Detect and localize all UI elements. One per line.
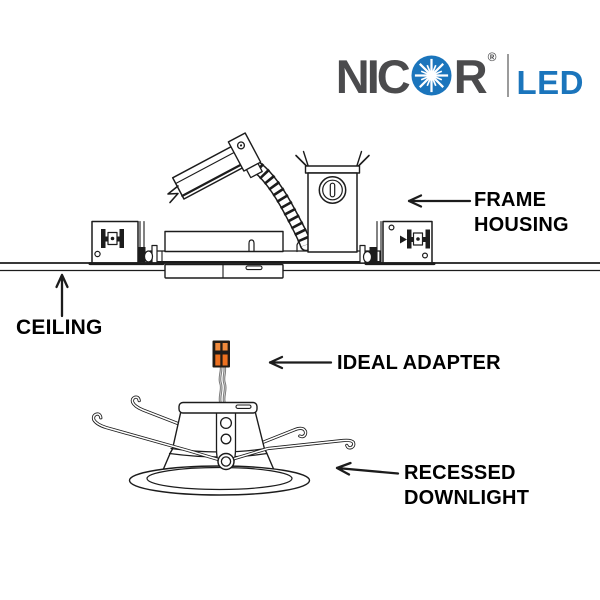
logo-text-led: LED [516,63,584,101]
housing-can [164,230,309,253]
downlight-trim-flange [128,465,311,496]
recessed-downlight-arrow [335,461,400,476]
driver-box-drawing [167,132,263,204]
downlight-drawing [91,340,356,496]
starburst-icon [411,55,452,96]
logo-text-r: R [453,50,488,104]
wire-connector-adapter [212,340,230,368]
lead-wires [218,364,227,405]
right-hanger-bracket [359,220,436,266]
registered-mark: ® [487,50,497,64]
trim-collar [164,263,284,279]
ceiling-arrow [55,273,69,318]
left-hanger-bracket [88,220,165,266]
recessed-downlight-label: RECESSED DOWNLIGHT [404,462,530,509]
frame-housing-arrow [407,194,472,208]
frame-housing-label: FRAME HOUSING [474,189,569,236]
bracket-bolt [217,452,235,471]
downlight-top-cap [178,401,258,414]
ideal-adapter-label: IDEAL ADAPTER [337,352,501,374]
spring-clip-upper-right [258,426,308,446]
ceiling-label: CEILING [16,316,103,339]
logo-text-nic: NIC [335,50,411,104]
callout-arrows [55,194,472,476]
logo-divider [506,54,509,97]
ideal-adapter-arrow [268,355,333,370]
junction-box-drawing [295,150,370,253]
nicor-led-logo: NIC R ® LED [335,50,584,104]
